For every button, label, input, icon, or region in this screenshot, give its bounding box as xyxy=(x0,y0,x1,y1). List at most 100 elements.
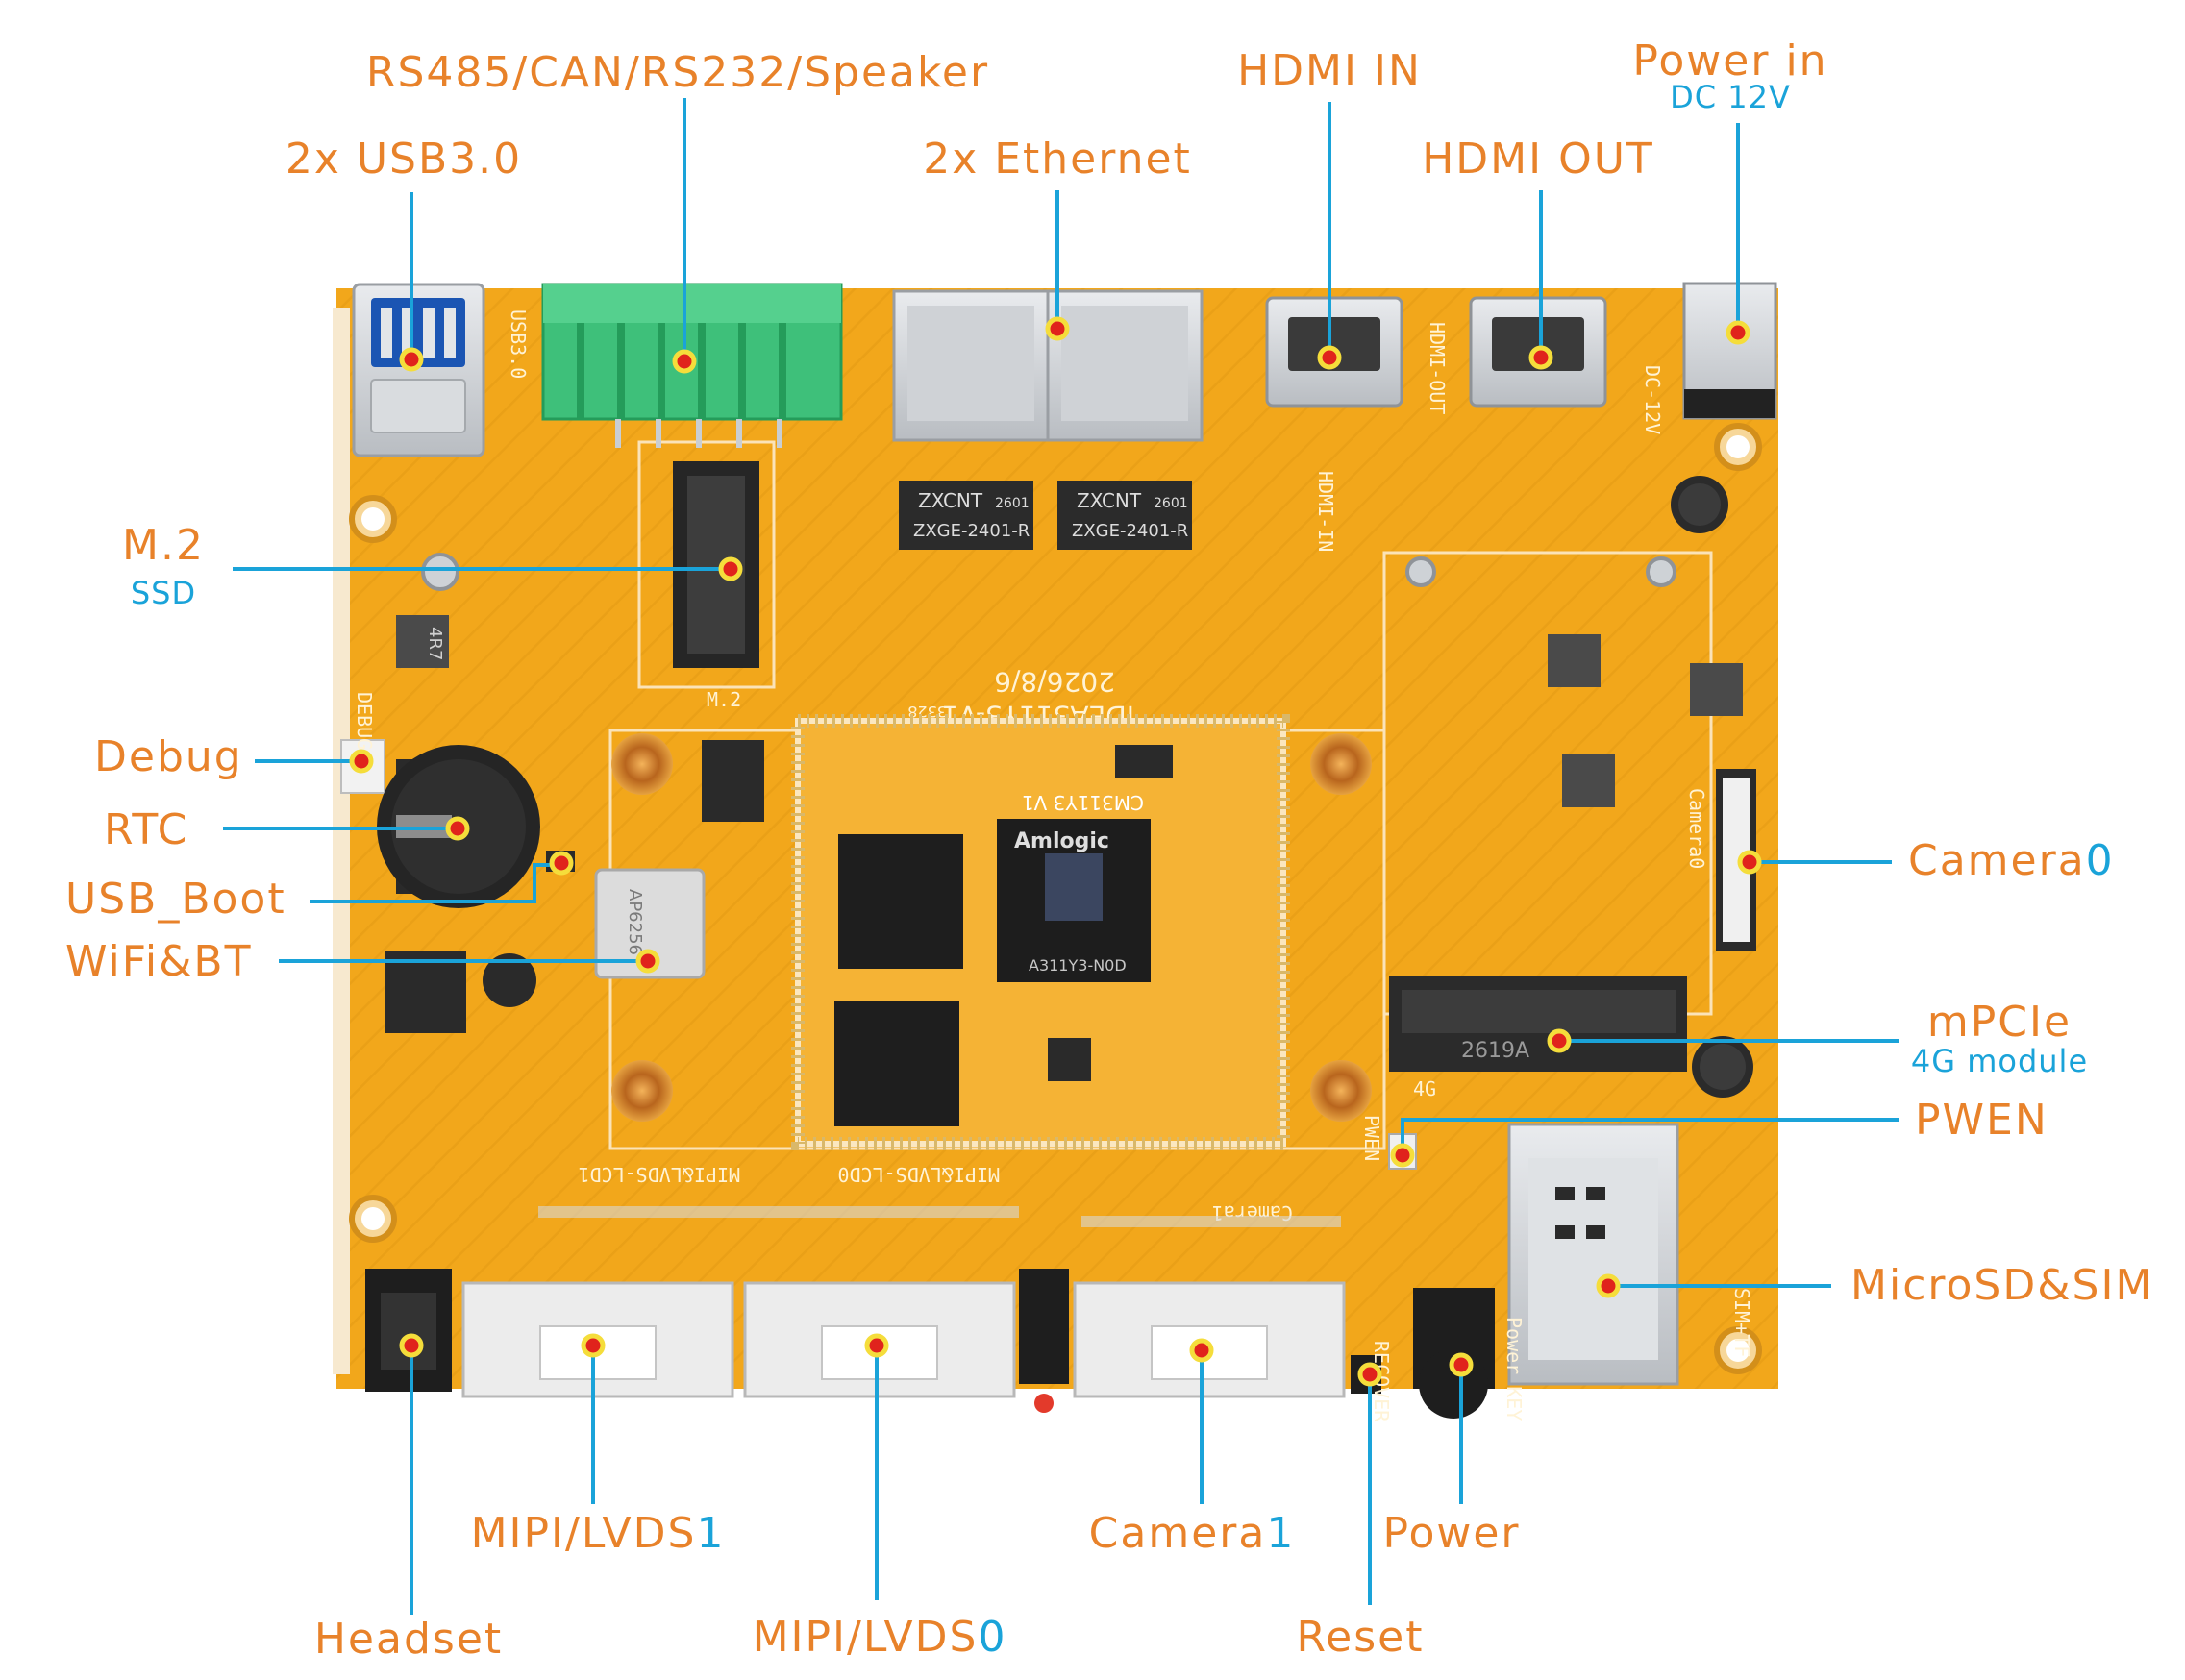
label-mpcie: mPCIe xyxy=(1927,998,2072,1047)
ethernet-magnetics: ZXCNT 2601 ZXGE-2401-R ZXCNT 2601 ZXGE-2… xyxy=(899,481,1192,550)
copper-pads xyxy=(611,733,1372,1122)
label-m2-sub: SSD xyxy=(131,575,196,611)
marker-mpcie xyxy=(1547,1028,1572,1053)
marker-pwen xyxy=(1390,1143,1415,1168)
marker-headset xyxy=(399,1333,424,1358)
leader-lines xyxy=(223,98,1899,1615)
label-camera1-text: Camera xyxy=(1089,1509,1267,1558)
marker-ethernet xyxy=(1045,316,1070,341)
marker-rtc xyxy=(445,816,470,841)
label-mipi1-num: 1 xyxy=(696,1509,725,1558)
label-wifi: WiFi&BT xyxy=(65,937,252,986)
label-camera0-text: Camera xyxy=(1908,836,2086,885)
label-rtc: RTC xyxy=(104,805,188,854)
marker-m2 xyxy=(718,556,743,581)
silk-pwen: PWEN xyxy=(1360,1115,1383,1161)
label-camera0-num: 0 xyxy=(2086,836,2115,885)
silk-mipi-lcd0: MIPI&LVDS-LCD0 xyxy=(837,1163,1000,1186)
silk-4g: 4G xyxy=(1413,1077,1436,1100)
marker-power xyxy=(1449,1352,1474,1377)
label-m2: M.2 xyxy=(122,521,205,570)
label-power-in-sub: DC 12V xyxy=(1670,79,1791,115)
label-rs485: RS485/CAN/RS232/Speaker xyxy=(366,48,989,97)
silk-m2: M.2 xyxy=(707,688,741,711)
label-mpcie-sub: 4G module xyxy=(1911,1043,2088,1079)
ic-left-mid xyxy=(702,740,764,822)
label-camera0: Camera0 xyxy=(1908,836,2115,885)
marker-camera1 xyxy=(1189,1338,1214,1363)
silk-sim: SIM+TF xyxy=(1730,1288,1753,1357)
silk-hdmi-out: HDMI-OUT xyxy=(1426,322,1449,414)
silk-power-key: Power KEY xyxy=(1502,1317,1526,1421)
label-debug: Debug xyxy=(94,732,243,781)
marker-power-in xyxy=(1726,320,1750,345)
marker-usb3 xyxy=(399,347,424,372)
label-mipi1-text: MIPI/LVDS xyxy=(471,1509,697,1558)
mounting-holes xyxy=(349,423,1762,1374)
label-power-in: Power in xyxy=(1632,37,1827,86)
label-hdmi-in: HDMI IN xyxy=(1237,46,1422,95)
label-headset: Headset xyxy=(314,1615,503,1664)
label-mipi0-text: MIPI/LVDS xyxy=(753,1613,979,1662)
marker-reset xyxy=(1357,1362,1382,1387)
label-hdmi-out: HDMI OUT xyxy=(1422,135,1654,184)
core-module: Amlogic A311Y3-N0D CM311Y3 V1 xyxy=(791,714,1290,1150)
silk-usb: USB3.0 xyxy=(507,309,530,379)
silk-mipi-lcd1: MIPI&LVDS-LCD1 xyxy=(578,1163,740,1186)
capacitor-top-right xyxy=(1671,476,1728,533)
eth-chip-1-name: ZXCNT xyxy=(918,489,983,512)
silk-debug: DEBUG xyxy=(353,692,376,750)
ic-left xyxy=(385,951,466,1033)
mpcie-slot: 2619A xyxy=(1389,976,1687,1072)
rs485-terminal-block xyxy=(541,283,843,448)
marker-wifi xyxy=(635,949,660,974)
soc-brand: Amlogic xyxy=(1014,829,1109,853)
label-mipi0-num: 0 xyxy=(978,1613,1006,1662)
ethernet-ports xyxy=(892,289,1204,442)
header-pad-rows xyxy=(538,1206,1341,1227)
marker-debug xyxy=(349,749,374,774)
audio-jack-middle xyxy=(1019,1269,1069,1413)
label-usb-boot: USB_Boot xyxy=(65,875,286,924)
inductor-label: 4R7 xyxy=(425,627,445,660)
silk-dc: DC-12V xyxy=(1641,365,1664,434)
silk-date: 2026/8/6 xyxy=(994,666,1115,698)
silk-hdmi-in: HDMI-IN xyxy=(1314,471,1337,552)
marker-mipi0 xyxy=(864,1333,889,1358)
eth-chip-1-year: 2601 xyxy=(995,496,1030,511)
silk-camera0: Camera0 xyxy=(1685,788,1708,869)
label-mipi1: MIPI/LVDS1 xyxy=(471,1509,726,1558)
eth-chip-2-name: ZXCNT xyxy=(1077,489,1142,512)
markers xyxy=(349,316,1762,1387)
usb3-port xyxy=(352,283,485,457)
m2-slot xyxy=(673,461,759,668)
eth-chip-2-code: ZXGE-2401-R xyxy=(1072,521,1188,541)
label-reset: Reset xyxy=(1297,1613,1425,1662)
microsd-sim-slot xyxy=(1507,1123,1679,1386)
board-edge-connector xyxy=(333,308,350,1374)
label-camera1: Camera1 xyxy=(1089,1509,1296,1558)
cap-left xyxy=(483,953,536,1007)
labels: RS485/CAN/RS232/Speaker 2x USB3.0 2x Eth… xyxy=(65,37,2153,1664)
wifi-module-code: AP6256 xyxy=(625,889,645,955)
label-camera1-num: 1 xyxy=(1266,1509,1295,1558)
label-power: Power xyxy=(1382,1509,1520,1558)
eth-chip-1-code: ZXGE-2401-R xyxy=(913,521,1030,541)
camera1-connector xyxy=(1073,1281,1346,1398)
eth-chip-2-year: 2601 xyxy=(1154,496,1188,511)
marker-mipi1 xyxy=(581,1333,606,1358)
label-microsd: MicroSD&SIM xyxy=(1850,1261,2153,1310)
power-button xyxy=(1413,1288,1495,1419)
dc-power-jack xyxy=(1682,282,1777,420)
marker-camera0 xyxy=(1737,850,1762,875)
headset-jack xyxy=(365,1269,452,1392)
mpcie-code: 2619A xyxy=(1461,1039,1529,1063)
wifi-module: AP6256 xyxy=(594,868,706,979)
label-pwen: PWEN xyxy=(1915,1096,2048,1145)
marker-hdmi-in xyxy=(1317,345,1342,370)
marker-usb-boot xyxy=(549,851,574,876)
module-name: CM311Y3 V1 xyxy=(1022,791,1144,814)
pcb-board: USB3.0 ZXCNT 2601 xyxy=(333,282,1778,1422)
